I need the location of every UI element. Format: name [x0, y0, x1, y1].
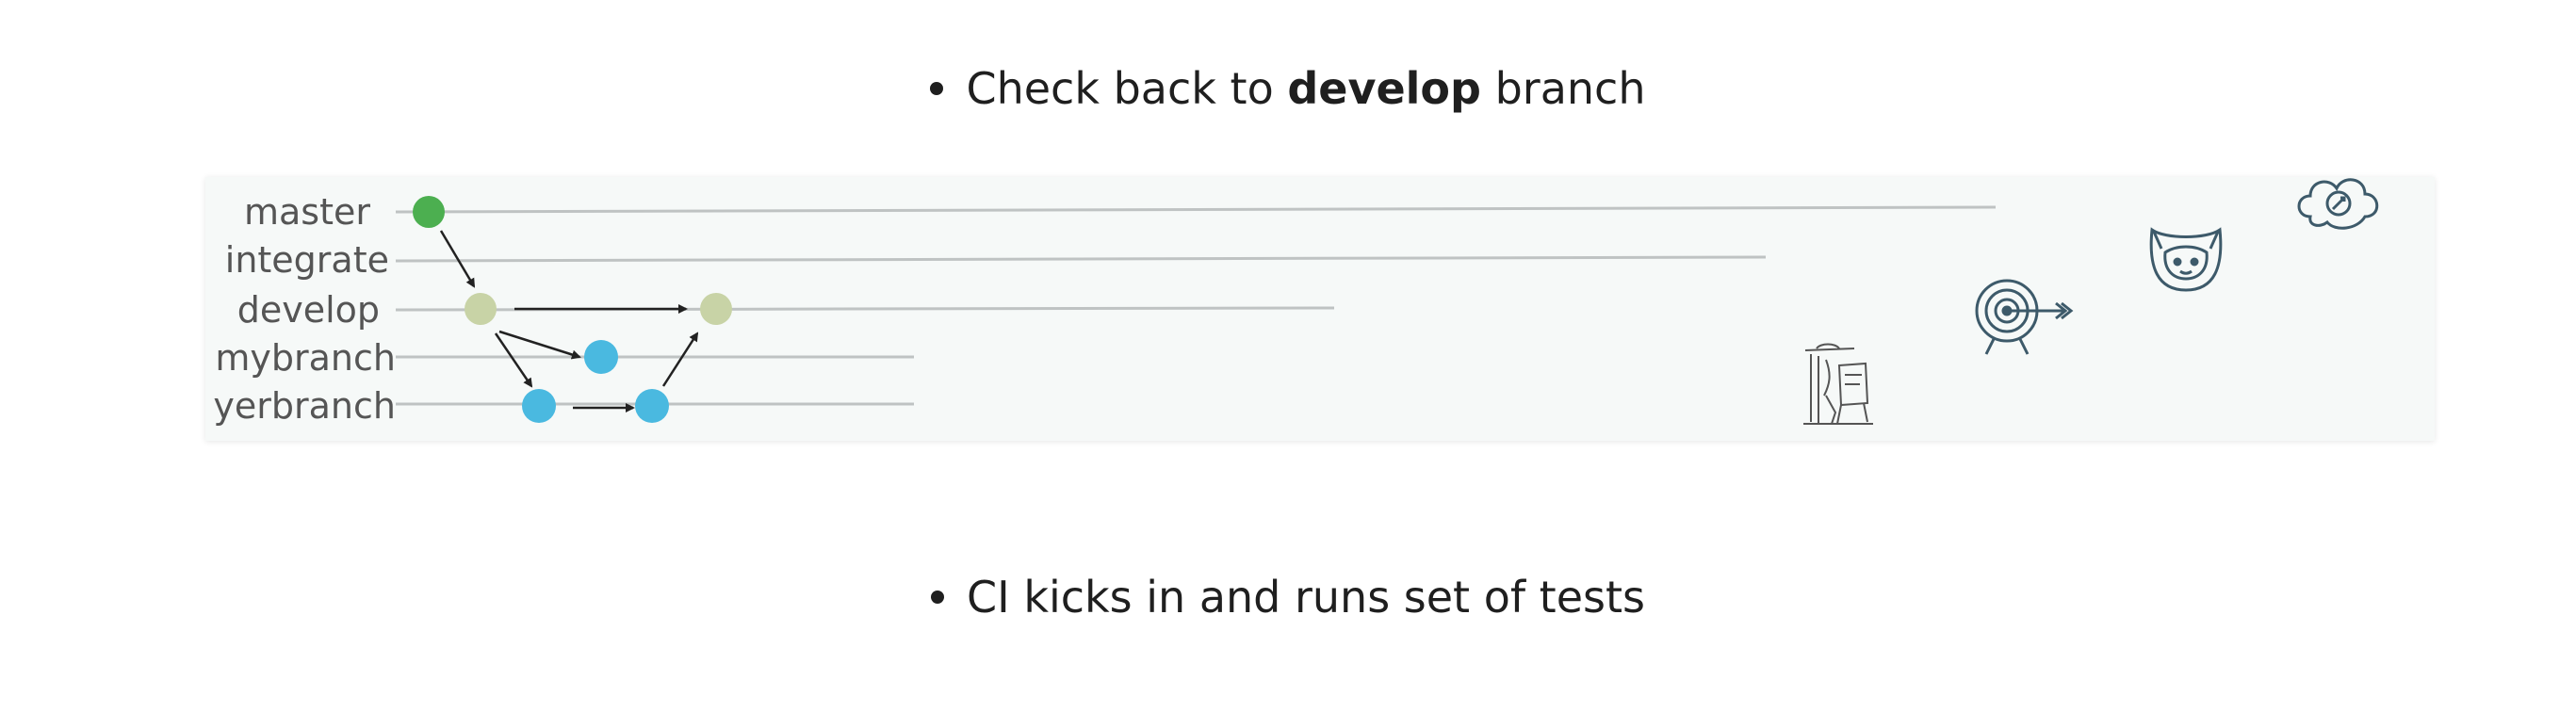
arrow-master-to-develop: [439, 230, 476, 288]
branch-label-integrate: integrate: [225, 239, 389, 281]
arrow-develop-to-mybranch: [498, 330, 581, 360]
bullet-dot: [930, 81, 944, 95]
commit-yerbranch-2: [635, 389, 669, 423]
commit-develop-1: [465, 293, 497, 325]
branch-graph: master integrate develop mybranch yerbra…: [213, 178, 2379, 427]
cloud-icon: [2297, 178, 2379, 230]
bullet-text-suffix: branch: [1480, 63, 1646, 114]
bullet-text-bold: develop: [1287, 63, 1481, 114]
commit-mybranch-1: [584, 340, 618, 374]
branch-line-integrate: [395, 255, 1767, 263]
git-branch-diagram: master integrate develop mybranch yerbra…: [205, 177, 2435, 441]
branch-label-mybranch: mybranch: [215, 337, 396, 379]
octocat-icon: [2149, 227, 2223, 292]
commit-yerbranch-1: [522, 389, 556, 423]
bullet-text: CI kicks in and runs set of tests: [967, 572, 1645, 623]
bullet-check-back: Check back to develop branch: [0, 60, 2576, 117]
bullet-ci-kicks-in: CI kicks in and runs set of tests: [0, 569, 2576, 625]
arrow-yerbranch-to-develop: [661, 332, 699, 387]
commit-develop-2: [700, 293, 732, 325]
branch-label-master: master: [244, 191, 370, 233]
branch-label-develop: develop: [237, 289, 380, 331]
arrow-develop-to-yerbranch: [494, 332, 533, 388]
bullet-text-prefix: Check back to: [966, 63, 1288, 114]
branch-line-master: [395, 205, 1997, 214]
target-icon: [1975, 279, 2074, 355]
branch-label-yerbranch: yerbranch: [213, 385, 396, 427]
commit-master-1: [413, 196, 445, 228]
bullet-dot: [931, 590, 945, 604]
desk-figure-icon: [1803, 343, 1873, 425]
